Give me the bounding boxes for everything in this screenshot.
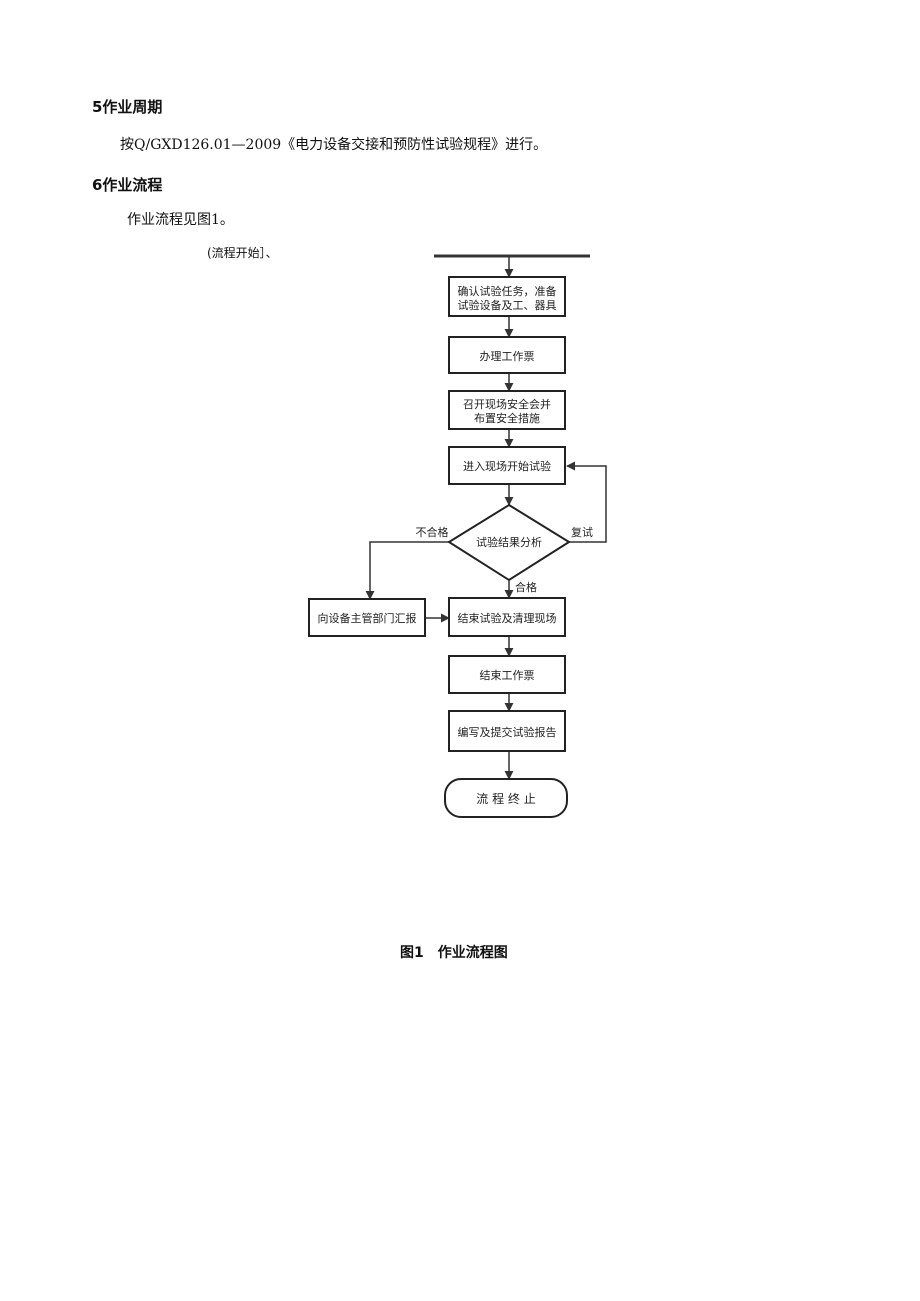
step-end-terminal [444,778,568,818]
step-confirm-box [448,276,566,317]
step-write-report-label: 编写及提交试验报告 [458,725,557,739]
edge-retest-label: 复试 [571,525,593,539]
step-meeting-line2: 布置安全措施 [474,411,540,425]
figure-caption: 图1 作业流程图 [400,945,508,961]
step-report-dept-label: 向设备主管部门汇报 [318,611,417,625]
step-enter-label: 进入现场开始试验 [463,459,551,473]
section-6-heading: 6作业流程 [92,176,163,194]
step-confirm-line2: 试验设备及工、器具 [458,298,557,312]
step-finish-clean-box [448,597,566,637]
step-end-ticket-box [448,655,566,694]
flow-start-label: (流程开始］、 [207,246,278,260]
decision-analysis-label: 试验结果分析 [476,535,542,549]
decision-analysis-diamond [447,503,571,582]
step-report-dept-box [308,598,426,637]
step-meeting-box [448,390,566,430]
step-meeting-line1: 召开现场安全会并 [463,397,551,411]
edge-fail-label: 不合格 [416,525,449,539]
section-5-text: 按Q/GXD126.01—2009《电力设备交接和预防性试验规程》进行。 [120,137,548,153]
step-write-report-box [448,710,566,752]
step-enter-box [448,446,566,485]
step-confirm-line1: 确认试验任务，准备 [458,284,557,298]
edge-pass-label: 合格 [515,580,537,594]
step-finish-clean-label: 结束试验及清理现场 [458,611,557,625]
step-ticket-label: 办理工作票 [480,350,535,363]
step-ticket-box [448,336,566,374]
step-end-label: 流 程 终 止 [476,791,535,806]
section-6-text: 作业流程见图1。 [127,212,234,228]
step-end-ticket-label: 结束工作票 [480,669,535,682]
section-5-heading: 5作业周期 [92,98,163,116]
